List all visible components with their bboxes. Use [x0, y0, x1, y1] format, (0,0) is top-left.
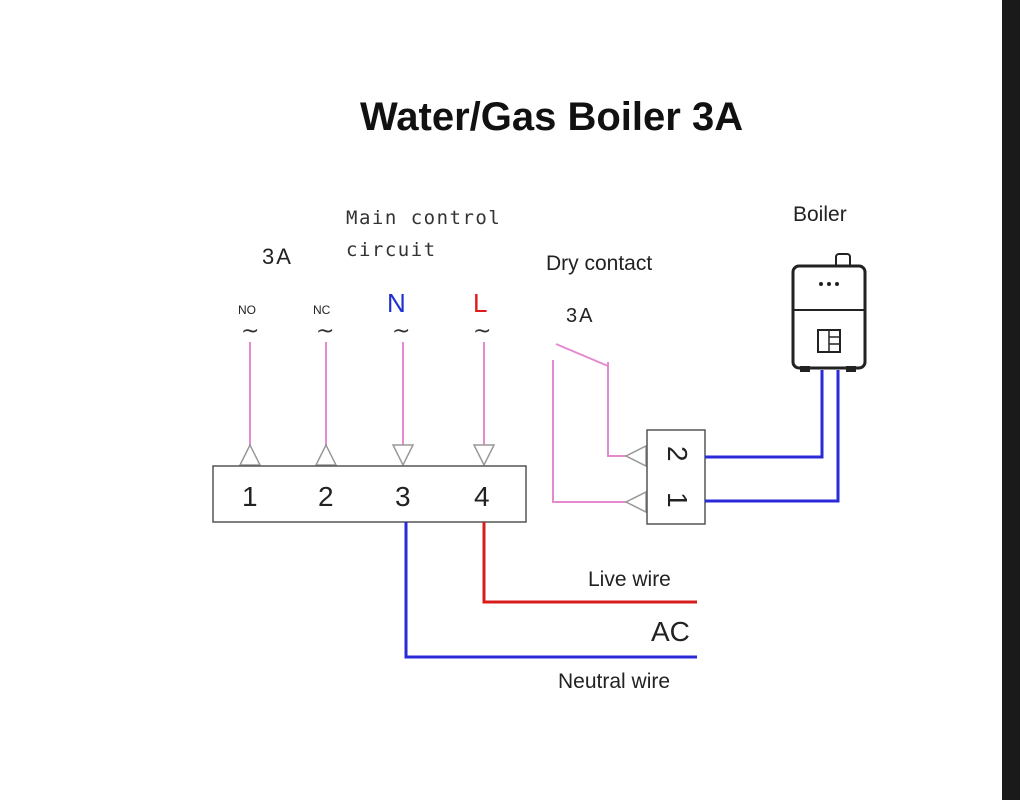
- ac-label: AC: [651, 616, 690, 647]
- main-circuit-label-line2: circuit: [346, 239, 437, 261]
- switch-lever: [555, 343, 609, 367]
- terminal-input-wires: [249, 342, 485, 446]
- dry-contact-rating: 3A: [566, 305, 594, 327]
- boiler-wire-1: [705, 370, 840, 503]
- dry-contact-switch: [552, 343, 626, 503]
- arrow-down-icon: [472, 444, 496, 467]
- main-circuit-label-line1: Main control: [346, 207, 501, 229]
- neutral-wire: [404, 522, 697, 659]
- window-edge-bar: [1002, 0, 1020, 800]
- dry-contact-arrows: [624, 444, 647, 514]
- arrow-left-icon: [624, 444, 647, 468]
- terminal-arrows: [238, 443, 496, 467]
- live-wire-label: Live wire: [588, 568, 671, 591]
- arrow-up-icon: [314, 443, 338, 466]
- terminal-3-tilde: ~: [392, 319, 410, 344]
- dry-contact-terminal-1: 1: [662, 492, 693, 508]
- terminal-4-tilde: ~: [473, 319, 491, 344]
- terminal-1-label: NO: [238, 303, 256, 317]
- dry-contact-label: Dry contact: [546, 252, 652, 275]
- arrow-up-icon: [238, 443, 262, 466]
- main-circuit-rating: 3A: [262, 244, 293, 269]
- boiler-wire-2: [705, 370, 824, 459]
- arrow-left-icon: [624, 490, 647, 514]
- neutral-wire-label: Neutral wire: [558, 670, 670, 693]
- terminal-3-label: N: [387, 288, 406, 318]
- diagram-title: Water/Gas Boiler 3A: [360, 95, 743, 139]
- terminal-4-number: 4: [474, 481, 490, 512]
- switch-wire-top: [607, 362, 626, 457]
- switch-wire-bottom: [552, 360, 626, 503]
- terminal-3-number: 3: [395, 481, 411, 512]
- terminal-block: [212, 465, 527, 523]
- arrow-down-icon: [391, 444, 415, 467]
- live-wire: [482, 522, 697, 604]
- dry-contact-terminal-2: 2: [662, 446, 693, 462]
- terminal-2-tilde: ~: [316, 319, 334, 344]
- terminal-2-label: NC: [313, 303, 331, 317]
- dry-contact-block: [646, 429, 706, 525]
- boiler-icon: [791, 253, 867, 372]
- boiler-label: Boiler: [793, 203, 847, 226]
- terminal-2-number: 2: [318, 481, 334, 512]
- terminal-1-number: 1: [242, 481, 258, 512]
- terminal-1-tilde: ~: [241, 319, 259, 344]
- terminal-4-label: L: [473, 288, 487, 318]
